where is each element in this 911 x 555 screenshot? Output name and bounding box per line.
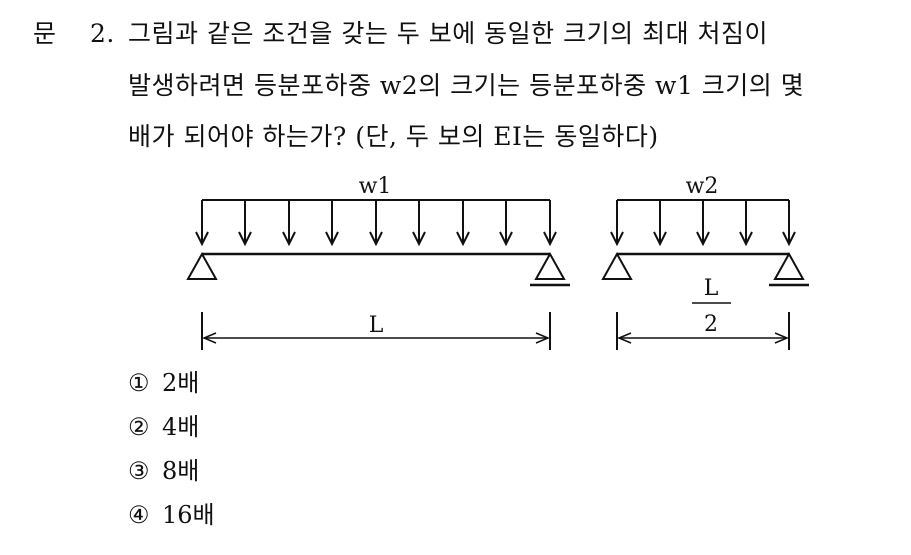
option-2-text: 4배 bbox=[162, 413, 200, 441]
question-number: 2. bbox=[90, 19, 115, 48]
beam-1-span-label: L bbox=[369, 313, 384, 338]
beam-1-dimension: L bbox=[201, 312, 551, 350]
question-line-3: 배가 되어야 하는가? (단, 두 보의 EI는 동일하다) bbox=[128, 122, 659, 151]
beam-2-roller-support bbox=[769, 251, 809, 287]
question-line-1: 그림과 같은 조건을 갖는 두 보에 동일한 크기의 최대 처짐이 bbox=[128, 19, 769, 48]
beam-1-pin-support bbox=[186, 251, 218, 280]
option-4-mark: ④ bbox=[128, 501, 150, 529]
beam-1-load-arrows bbox=[195, 200, 557, 247]
beam-1-roller-support bbox=[530, 251, 570, 287]
option-3-text: 8배 bbox=[162, 457, 200, 485]
option-3[interactable]: ③ 8배 bbox=[128, 456, 199, 486]
beam-2: w2 L 2 bbox=[601, 174, 809, 350]
beam-2-span-numerator: L bbox=[704, 276, 719, 301]
option-1[interactable]: ① 2배 bbox=[128, 368, 199, 398]
question-label: 문 bbox=[33, 19, 57, 48]
option-3-mark: ③ bbox=[128, 457, 150, 485]
option-2-mark: ② bbox=[128, 413, 150, 441]
option-4-text: 16배 bbox=[162, 501, 215, 529]
beam-2-load-arrows bbox=[610, 200, 796, 247]
option-4[interactable]: ④ 16배 bbox=[128, 500, 215, 530]
beam-1: w1 bbox=[186, 174, 570, 350]
beam-2-dimension: L 2 bbox=[616, 276, 790, 350]
option-1-mark: ① bbox=[128, 369, 150, 397]
question-line-2: 발생하려면 등분포하중 w2의 크기는 등분포하중 w1 크기의 몇 bbox=[128, 71, 805, 100]
option-1-text: 2배 bbox=[162, 369, 200, 397]
beam-2-load-label: w2 bbox=[686, 174, 719, 199]
beam-2-pin-support bbox=[601, 251, 633, 280]
beam-1-load-label: w1 bbox=[359, 174, 392, 199]
option-2[interactable]: ② 4배 bbox=[128, 412, 199, 442]
beam-2-span-denominator: 2 bbox=[704, 312, 718, 337]
